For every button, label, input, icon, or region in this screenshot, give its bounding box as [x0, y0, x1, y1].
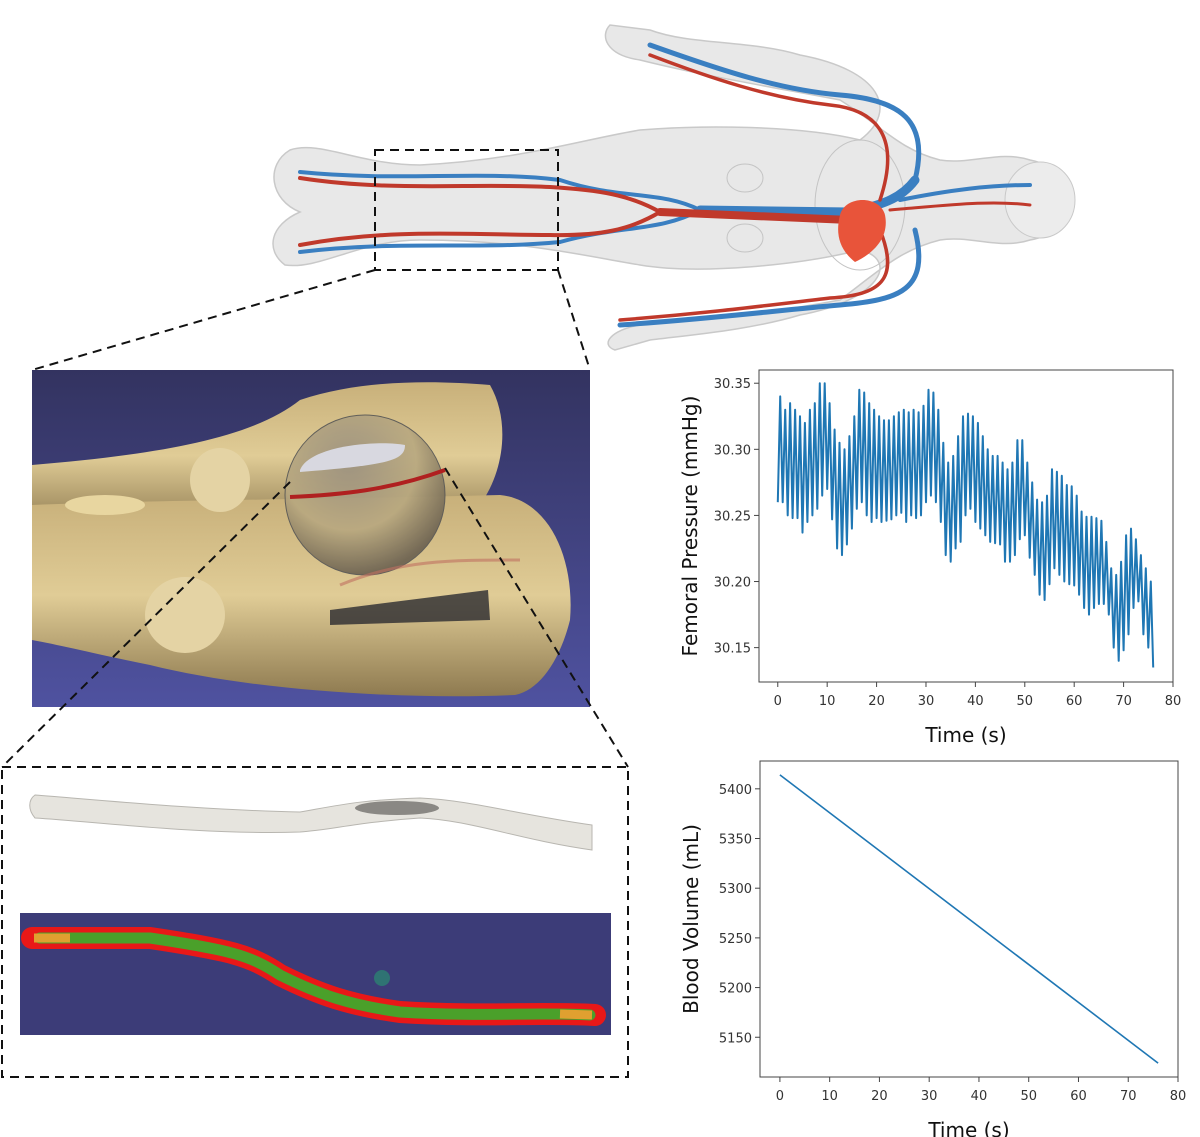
x-tick-label: 50 [1017, 694, 1034, 709]
heart [838, 200, 886, 262]
x-tick-label: 70 [1115, 694, 1132, 709]
y-axis-label: Blood Volume (mL) [679, 824, 703, 1014]
artery-arms [618, 53, 890, 322]
body-silhouette [272, 24, 1071, 351]
y-tick-label: 30.25 [714, 509, 751, 524]
femoral-pressure-chart: 0 10 20 30 40 50 60 70 80 30.15 30.20 30.25 30.30 30.… [678, 369, 1182, 747]
artery-legs [298, 176, 662, 247]
x-tick-label: 20 [871, 1089, 888, 1104]
vein-arm-upper [647, 42, 922, 183]
cut-shadow [330, 590, 490, 625]
y-tick-label: 30.15 [714, 642, 751, 657]
vein-arm-lower [617, 227, 922, 328]
y-tick-label: 5200 [719, 982, 752, 997]
y-tick-label: 30.30 [714, 443, 751, 458]
guide-line [557, 269, 591, 371]
y-tick-label: 5350 [719, 833, 752, 848]
femoral-vessel-surface [29, 794, 593, 851]
x-axis-label: Time (s) [927, 1118, 1009, 1137]
guide-line [1, 481, 291, 768]
x-tick-label: 40 [967, 694, 984, 709]
plot-frame [758, 369, 1174, 683]
y-tick-label: 5150 [719, 1031, 752, 1046]
sphere-highlight [300, 443, 405, 472]
x-tick-label: 60 [1066, 694, 1083, 709]
guide-line [31, 269, 376, 371]
faint-vessel [339, 558, 521, 587]
x-tick-label: 30 [918, 694, 935, 709]
zoom-guides [31, 149, 591, 371]
x-tick-label: 40 [971, 1089, 988, 1104]
y-tick-label: 5300 [719, 882, 752, 897]
particle-bulge [374, 970, 390, 986]
y-tick-label: 5400 [719, 783, 752, 798]
x-tick-label: 80 [1165, 694, 1182, 709]
artery-aorta [656, 208, 854, 224]
y-tick-label: 5250 [719, 932, 752, 947]
x-axis-label: Time (s) [924, 723, 1006, 747]
x-tick-label: 70 [1120, 1089, 1137, 1104]
knee-upper [190, 448, 250, 512]
whole-body-circulation-diagram [272, 24, 1076, 351]
y-tick-label: 30.20 [714, 576, 751, 591]
vein-legs [298, 170, 702, 254]
zoom-guides-2 [1, 467, 629, 1078]
zoom-box-vessel [1, 766, 629, 1078]
femoral-vessel-particles [20, 913, 611, 1035]
y-tick-label: 30.35 [714, 377, 751, 392]
x-tick-label: 0 [776, 1089, 784, 1104]
y-axis-label: Femoral Pressure (mmHg) [678, 396, 702, 657]
vessel-tube [29, 794, 593, 851]
guide-line [444, 467, 629, 768]
particle-core [34, 932, 596, 1021]
x-tick-label: 20 [868, 694, 885, 709]
particle-ends [34, 933, 593, 1020]
kidney-upper [726, 163, 764, 193]
vessel-cutaway [355, 801, 439, 815]
bone-cut [65, 495, 145, 515]
series-line [779, 774, 1159, 1064]
knee-lower [145, 577, 225, 653]
series-line [776, 382, 1155, 668]
zoom-box-thigh [374, 149, 559, 271]
head [1004, 161, 1076, 239]
femoral-artery [289, 468, 446, 499]
x-tick-label: 0 [774, 694, 782, 709]
vein-neck [898, 183, 1032, 202]
x-tick-label: 10 [821, 1089, 838, 1104]
blood-volume-chart: 0 10 20 30 40 50 60 70 80 5150 5200 5250 5300 5350 540… [679, 760, 1187, 1137]
artery-head [888, 201, 1032, 212]
kidney-lower [726, 223, 764, 253]
x-tick-label: 80 [1170, 1089, 1187, 1104]
x-tick-label: 60 [1070, 1089, 1087, 1104]
x-tick-label: 10 [819, 694, 836, 709]
liver-outline [814, 139, 906, 271]
x-tick-label: 30 [921, 1089, 938, 1104]
x-tick-label: 50 [1020, 1089, 1037, 1104]
leg-3d-render [32, 370, 590, 707]
